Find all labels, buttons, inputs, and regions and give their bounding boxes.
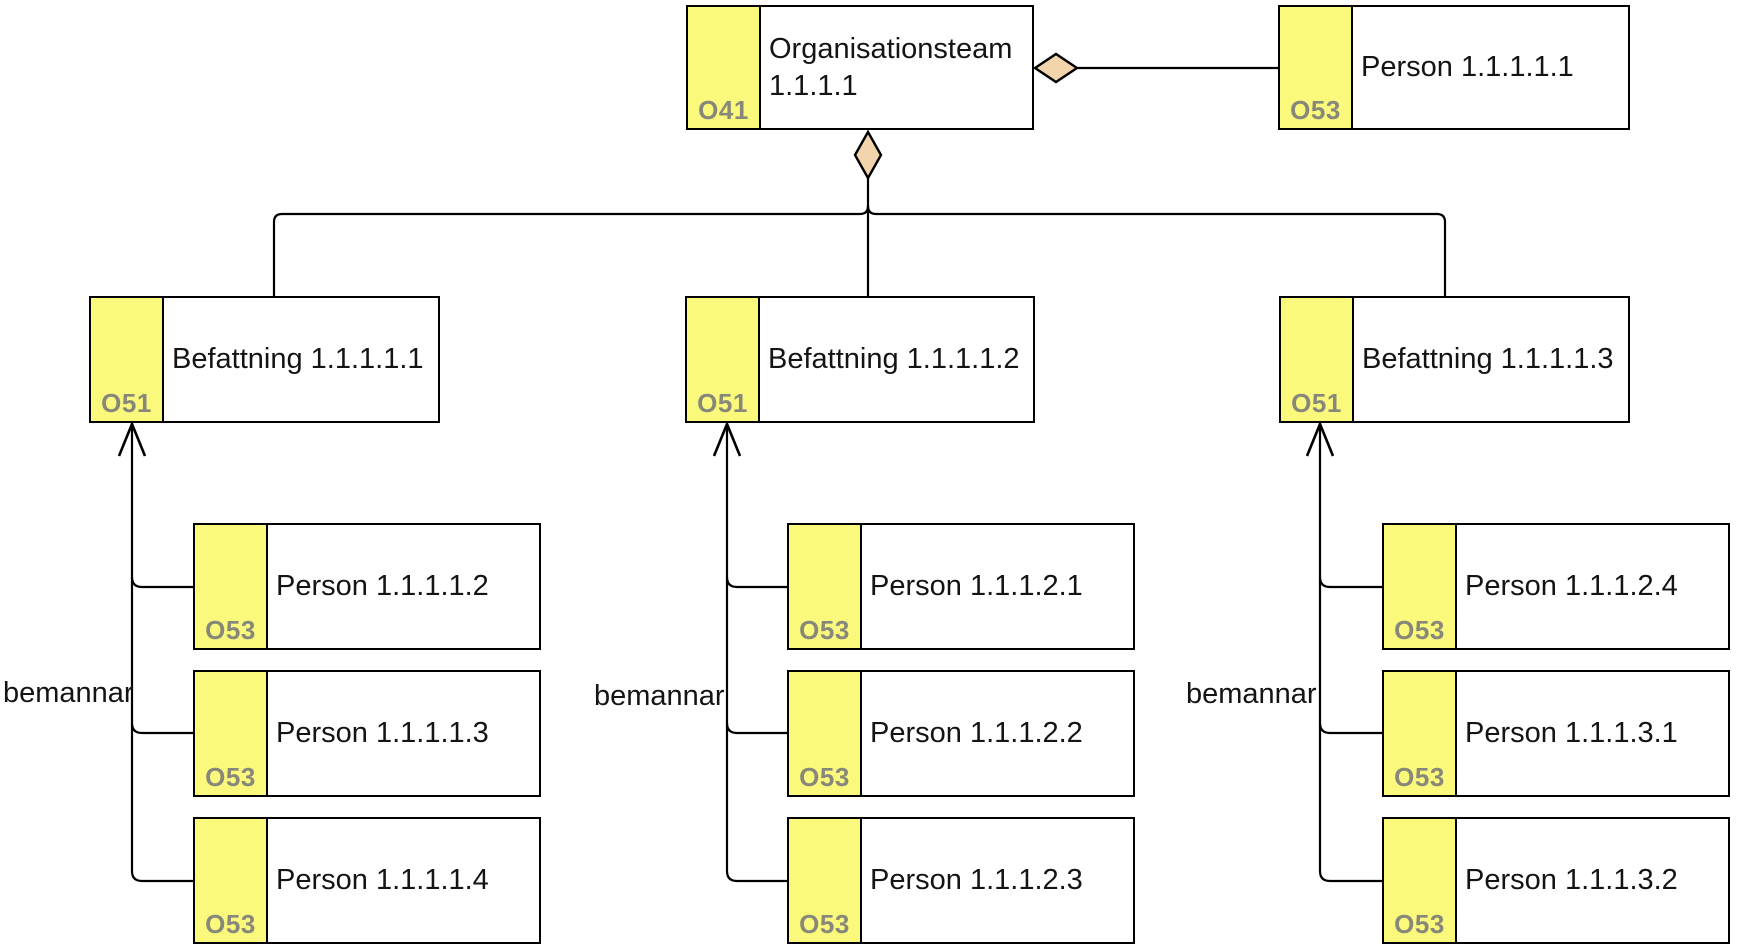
node-person-1-1-1-1-2[interactable]: O53 Person 1.1.1.1.2 <box>193 523 541 650</box>
type-code: O51 <box>101 388 152 418</box>
type-code: O51 <box>1291 388 1342 418</box>
aggregation-diamond-horizontal <box>1032 52 1080 84</box>
type-stripe-o51: O51 <box>1281 298 1354 421</box>
node-person-1-1-1-3-1[interactable]: O53 Person 1.1.1.3.1 <box>1382 670 1730 797</box>
arrowhead-middle <box>712 420 742 457</box>
edge-bemannar-middle-b2 <box>725 722 787 735</box>
node-label: Befattning 1.1.1.1.1 <box>172 343 424 376</box>
node-organisationsteam-1-1-1-1[interactable]: O41 Organisationsteam 1.1.1.1 <box>686 5 1034 130</box>
edge-tree-right-branch <box>866 205 1447 296</box>
edge-bemannar-right-b3 <box>1318 870 1382 883</box>
node-person-1-1-1-3-2[interactable]: O53 Person 1.1.1.3.2 <box>1382 817 1730 944</box>
type-code: O53 <box>1394 909 1445 939</box>
arrowhead-left <box>117 420 147 457</box>
node-label: Befattning 1.1.1.1.3 <box>1362 343 1614 376</box>
node-label: Organisationsteam 1.1.1.1 <box>769 33 1013 102</box>
type-code: O53 <box>205 615 256 645</box>
type-code: O53 <box>1290 95 1341 125</box>
edge-bemannar-left-b3 <box>130 870 193 883</box>
node-befattning-1-1-1-1-1[interactable]: O51 Befattning 1.1.1.1.1 <box>89 296 440 423</box>
edge-bemannar-middle-b1 <box>725 576 787 589</box>
node-person-1-1-1-1-4[interactable]: O53 Person 1.1.1.1.4 <box>193 817 541 944</box>
node-person-1-1-1-2-2[interactable]: O53 Person 1.1.1.2.2 <box>787 670 1135 797</box>
node-label: Person 1.1.1.2.1 <box>870 570 1083 603</box>
edge-label-bemannar-right: bemannar <box>1186 678 1317 710</box>
node-label: Person 1.1.1.2.3 <box>870 864 1083 897</box>
node-befattning-1-1-1-1-3[interactable]: O51 Befattning 1.1.1.1.3 <box>1279 296 1630 423</box>
type-code: O53 <box>205 762 256 792</box>
node-person-1-1-1-2-3[interactable]: O53 Person 1.1.1.2.3 <box>787 817 1135 944</box>
node-person-1-1-1-1-1[interactable]: O53 Person 1.1.1.1.1 <box>1278 5 1630 130</box>
node-label: Person 1.1.1.1.4 <box>276 864 489 897</box>
type-stripe-o53: O53 <box>1384 819 1457 942</box>
arrowhead-right <box>1305 420 1335 457</box>
edge-label-bemannar-left: bemannar <box>3 677 134 709</box>
type-code: O53 <box>205 909 256 939</box>
edge-bemannar-right-b1 <box>1318 576 1382 589</box>
node-label: Person 1.1.1.1.3 <box>276 717 489 750</box>
type-stripe-o53: O53 <box>789 525 862 648</box>
node-label: Person 1.1.1.2.2 <box>870 717 1083 750</box>
node-label: Person 1.1.1.3.1 <box>1465 717 1678 750</box>
node-label: Person 1.1.1.2.4 <box>1465 570 1678 603</box>
edge-tree-left-branch <box>272 205 870 296</box>
type-stripe-o51: O51 <box>687 298 760 421</box>
type-stripe-o53: O53 <box>195 672 268 795</box>
node-person-1-1-1-2-4[interactable]: O53 Person 1.1.1.2.4 <box>1382 523 1730 650</box>
edge-bemannar-left-b1 <box>130 576 193 589</box>
type-code: O53 <box>799 909 850 939</box>
type-code: O41 <box>698 95 749 125</box>
type-code: O53 <box>1394 762 1445 792</box>
node-label: Person 1.1.1.1.2 <box>276 570 489 603</box>
type-stripe-o53: O53 <box>789 819 862 942</box>
type-stripe-o53: O53 <box>195 525 268 648</box>
type-stripe-o51: O51 <box>91 298 164 421</box>
type-stripe-o41: O41 <box>688 7 761 128</box>
node-label: Person 1.1.1.1.1 <box>1361 51 1574 84</box>
type-stripe-o53: O53 <box>1384 672 1457 795</box>
type-code: O53 <box>799 762 850 792</box>
aggregation-diamond-vertical <box>853 129 883 181</box>
node-label: Person 1.1.1.3.2 <box>1465 864 1678 897</box>
node-person-1-1-1-1-3[interactable]: O53 Person 1.1.1.1.3 <box>193 670 541 797</box>
edge-label-bemannar-middle: bemannar <box>594 680 725 712</box>
edge-bemannar-middle-b3 <box>725 870 787 883</box>
type-stripe-o53: O53 <box>1280 7 1353 128</box>
node-person-1-1-1-2-1[interactable]: O53 Person 1.1.1.2.1 <box>787 523 1135 650</box>
node-befattning-1-1-1-1-2[interactable]: O51 Befattning 1.1.1.1.2 <box>685 296 1035 423</box>
type-code: O51 <box>697 388 748 418</box>
type-code: O53 <box>1394 615 1445 645</box>
type-stripe-o53: O53 <box>789 672 862 795</box>
edge-bemannar-right-b2 <box>1318 722 1382 735</box>
edge-bemannar-left-b2 <box>130 722 193 735</box>
node-label: Befattning 1.1.1.1.2 <box>768 343 1020 376</box>
type-stripe-o53: O53 <box>1384 525 1457 648</box>
type-code: O53 <box>799 615 850 645</box>
type-stripe-o53: O53 <box>195 819 268 942</box>
